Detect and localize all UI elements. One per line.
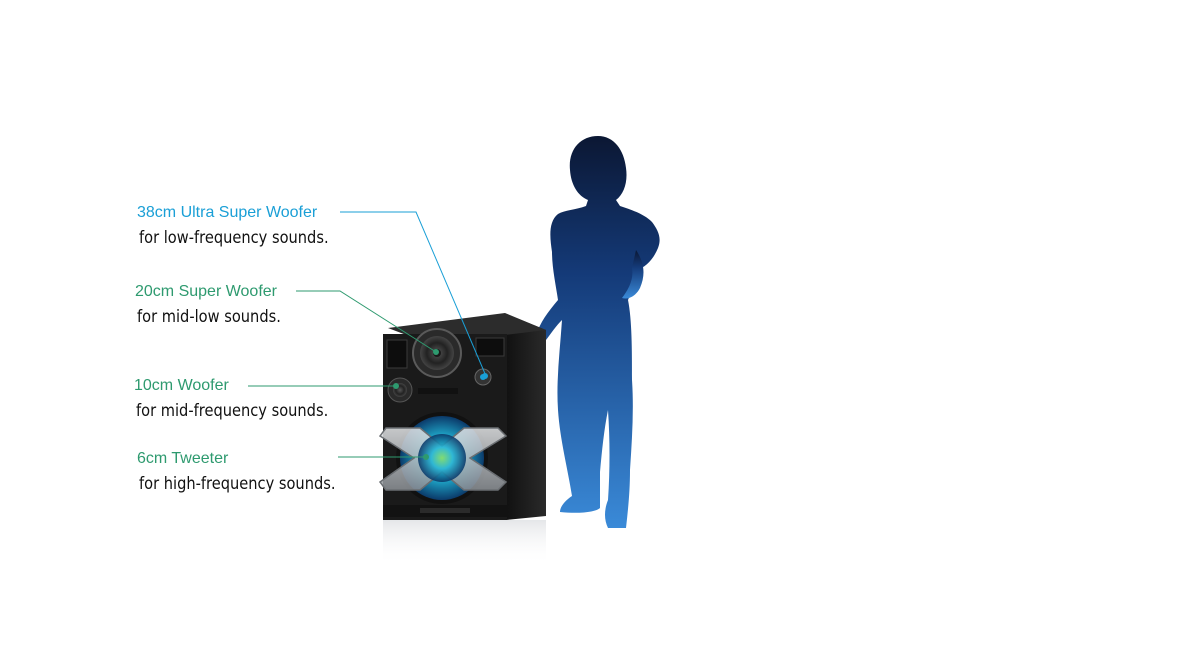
callout-title: 6cm Tweeter xyxy=(137,450,229,467)
person-silhouette xyxy=(535,136,660,528)
callout-description: for high-frequency sounds. xyxy=(139,474,336,494)
speaker-system xyxy=(378,313,546,520)
callout-description: for mid-low sounds. xyxy=(137,307,281,327)
callout-title: 10cm Woofer xyxy=(134,377,229,394)
callout-title: 20cm Super Woofer xyxy=(135,283,277,300)
callout-6cm-tweeter: 6cm Tweeter for high-frequency sounds. xyxy=(137,449,368,495)
leader-line-20cm xyxy=(296,290,439,355)
callout-description: for mid-frequency sounds. xyxy=(136,401,329,421)
callout-20cm-super-woofer: 20cm Super Woofer for mid-low sounds. xyxy=(135,282,304,328)
speaker-reflection xyxy=(383,520,546,565)
leader-line-38cm xyxy=(340,211,488,379)
leader-line-6cm xyxy=(338,454,429,460)
callout-10cm-woofer: 10cm Woofer for mid-frequency sounds. xyxy=(134,376,360,422)
leader-line-10cm xyxy=(248,383,399,389)
callout-description: for low-frequency sounds. xyxy=(139,228,329,248)
callout-title: 38cm Ultra Super Woofer xyxy=(137,204,318,221)
callout-38cm-ultra-super-woofer: 38cm Ultra Super Woofer for low-frequenc… xyxy=(137,203,359,249)
